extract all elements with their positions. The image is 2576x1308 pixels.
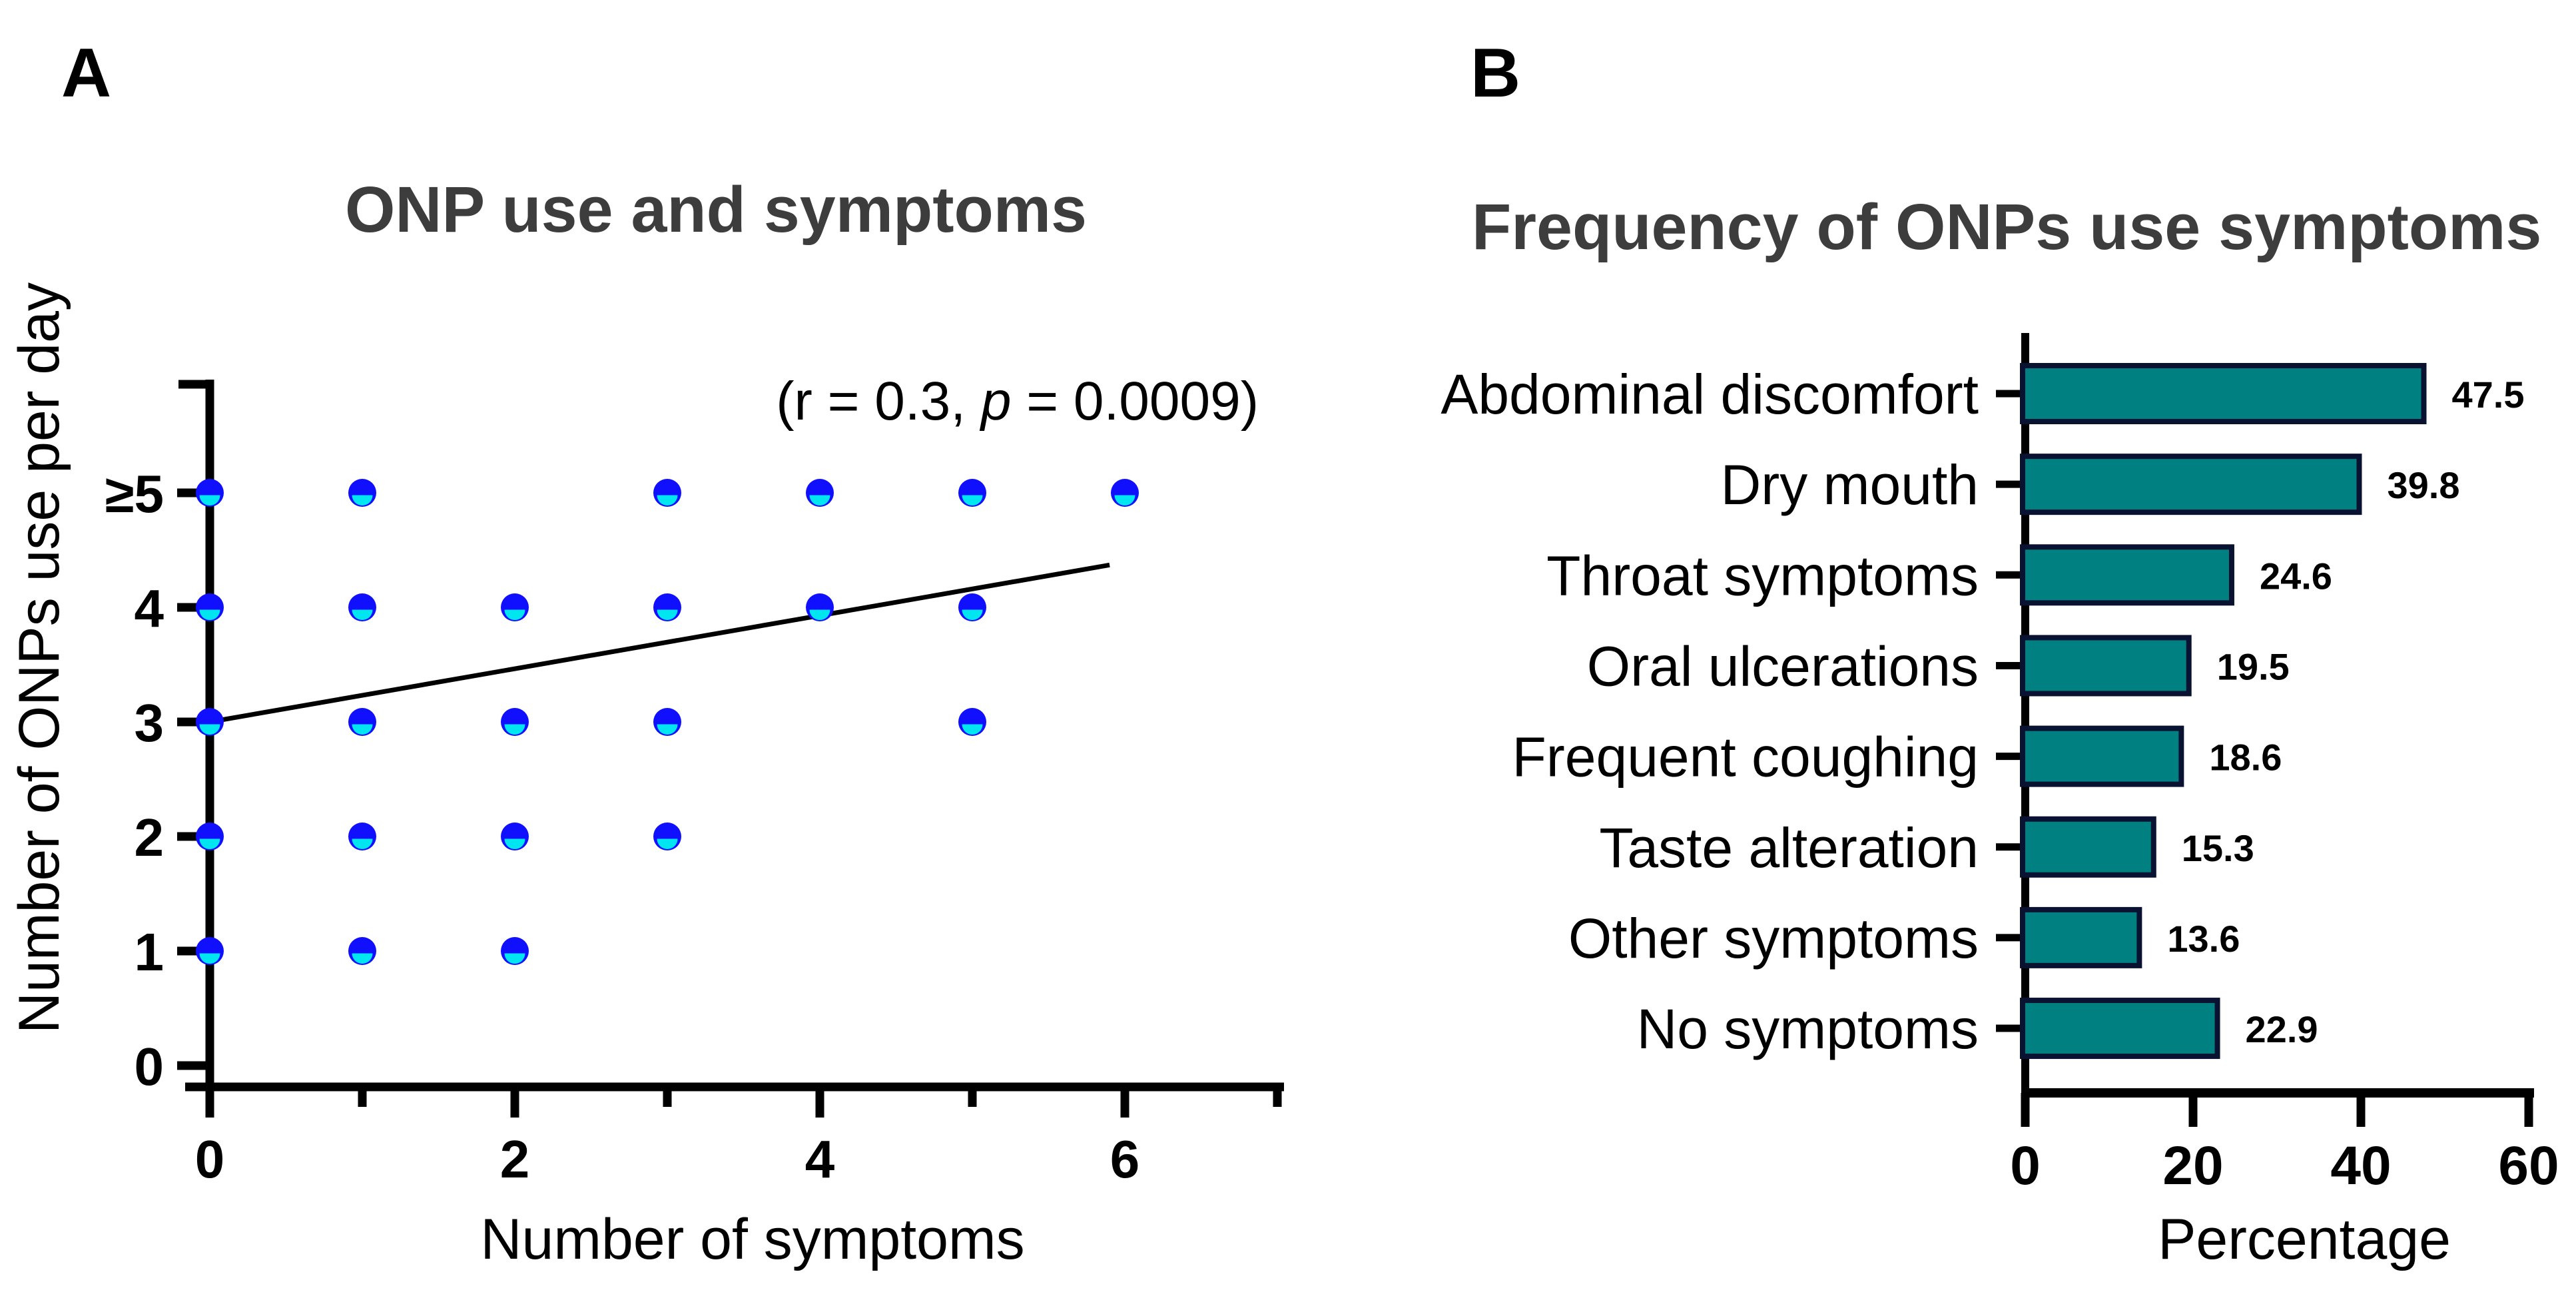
scatter-point-half-fill [199,838,220,849]
regression-line [209,562,1110,725]
category-label: Dry mouth [1721,454,1979,516]
scatter-plot-canvas: 0 1 2 3 4 ≥5 0 2 4 6 [105,380,1284,1189]
scatter-point-half-fill [199,953,220,964]
scatter-point-half-fill [352,953,373,964]
scatter-point-half-fill [657,495,678,505]
x-tick-label: 20 [2162,1136,2223,1196]
panel-b-letter: B [1470,35,1521,112]
category-label: Frequent coughing [1512,726,1979,789]
bar-value-label: 24.6 [2260,555,2332,597]
scatter-point-half-fill [199,724,220,735]
x-tick-label: 6 [1110,1130,1140,1189]
annotation-suffix: = 0.0009) [1011,371,1259,432]
x-tick-label: 60 [2498,1136,2559,1196]
bar-value-label: 13.6 [2167,918,2240,960]
y-tick-label: ≥5 [105,464,164,523]
y-tick-label: 3 [135,693,164,753]
scatter-point-half-fill [657,724,678,735]
scatter-point-half-fill [352,609,373,620]
bar [2020,998,2220,1060]
y-tick-label: 0 [135,1037,164,1096]
bar-value-label: 19.5 [2217,645,2290,687]
scatter-point-half-fill [962,609,983,620]
bar-chart-title: Frequency of ONPs use symptoms [1472,190,2542,263]
correlation-annotation: (r = 0.3, p = 0.0009) [599,370,1259,433]
y-tick-label: 1 [135,922,164,982]
annotation-p-symbol: p [980,371,1012,432]
scatter-point-half-fill [199,609,220,620]
y-tick-label: 2 [135,808,164,867]
bar-value-label: 47.5 [2452,374,2525,416]
scatter-point-half-fill [352,724,373,735]
category-label: Oral ulcerations [1587,635,1979,697]
x-tick-label: 0 [195,1130,225,1189]
scatter-point-half-fill [199,495,220,505]
scatter-point-half-fill [352,838,373,849]
category-label: No symptoms [1637,998,1979,1060]
bar-value-label: 39.8 [2387,464,2459,506]
category-label: Abdominal discomfort [1441,363,1979,426]
x-tick-label: 40 [2330,1136,2391,1196]
x-tick-label: 2 [500,1130,530,1189]
scatter-point-half-fill [962,724,983,735]
scatter-point-half-fill [504,953,525,964]
scatter-x-axis-title: Number of symptoms [480,1207,1025,1271]
bar-value-label: 15.3 [2182,827,2254,869]
scatter-point-half-fill [657,609,678,620]
scatter-point-half-fill [352,495,373,505]
bar [2020,816,2156,878]
category-label: Other symptoms [1568,907,1979,970]
scatter-point-half-fill [504,838,525,849]
scatter-point-half-fill [504,609,525,620]
bar [2020,363,2427,424]
bar [2020,635,2192,697]
scatter-point-half-fill [962,495,983,505]
y-tick-label: 4 [135,579,164,638]
category-label: Throat symptoms [1546,544,1979,607]
scatter-point-half-fill [809,609,830,620]
panel-a-letter: A [61,35,112,112]
bar [2020,544,2234,606]
x-tick-label: 4 [805,1130,835,1189]
scatter-title: ONP use and symptoms [344,173,1088,246]
bar-chart-x-axis-title: Percentage [2158,1207,2451,1271]
bar [2020,906,2142,968]
scatter-point-half-fill [1114,495,1135,505]
x-tick-label: 0 [2010,1136,2041,1196]
bar [2020,454,2362,515]
scatter-point-half-fill [657,838,678,849]
bar [2020,725,2184,787]
category-label: Taste alteration [1599,817,1979,879]
annotation-prefix: (r = 0.3, [776,371,981,432]
bar-value-label: 18.6 [2209,737,2282,779]
bar-value-label: 22.9 [2246,1008,2318,1050]
scatter-point-half-fill [504,724,525,735]
scatter-point-half-fill [809,495,830,505]
